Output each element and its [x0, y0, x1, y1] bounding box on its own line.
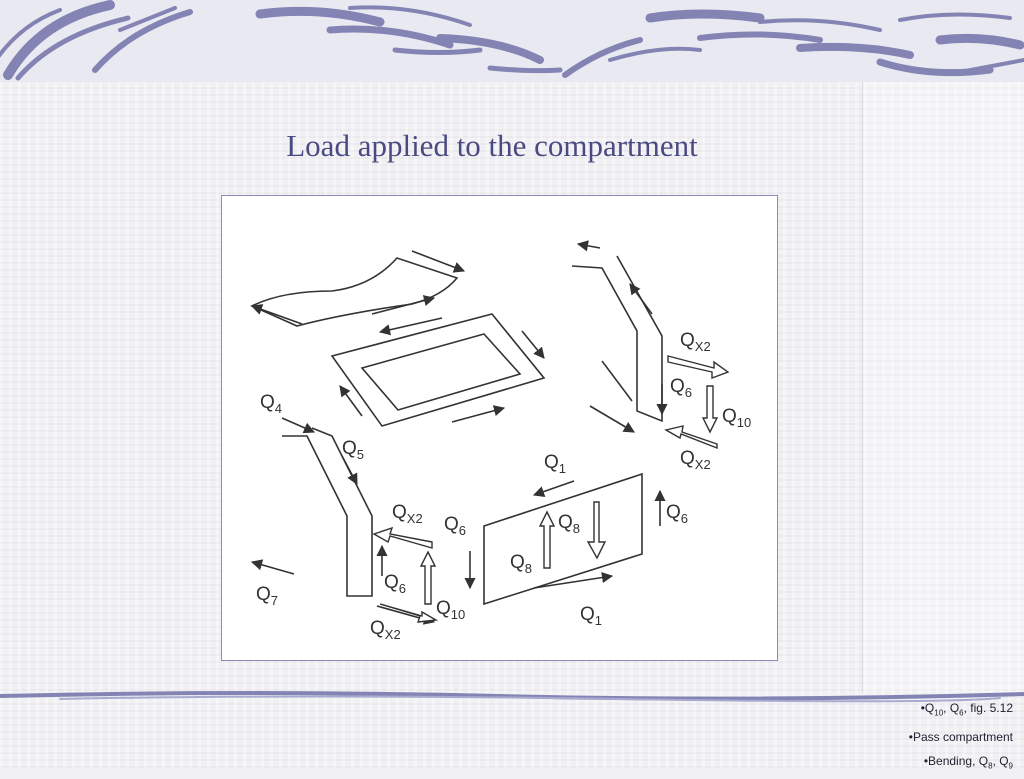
label-q4: Q4	[260, 392, 282, 416]
label-q10-low: Q10	[436, 598, 465, 622]
label-q8-left: Q8	[510, 552, 532, 576]
side-panel	[862, 82, 1024, 692]
label-q8-right: Q8	[558, 512, 580, 536]
brush-strokes	[0, 0, 1024, 81]
label-q1-bottom: Q1	[580, 604, 602, 628]
label-q6-right: Q6	[666, 502, 688, 526]
label-q6-low: Q6	[384, 572, 406, 596]
bottom-divider	[0, 691, 1024, 703]
hatch-frame-inner	[360, 333, 522, 411]
right-side-panel	[571, 255, 663, 423]
center-panel	[483, 472, 643, 606]
note-pass-compartment: •Pass compartment	[908, 730, 1013, 745]
compartment-load-figure: Q4 Q5 Q7 QX2 Q6 Q6 Q10 QX2 Q8 Q8 Q1 Q1 Q…	[221, 195, 778, 661]
hatch-frame-outer	[330, 313, 546, 427]
label-q1-top: Q1	[544, 452, 566, 476]
label-qx2-top-low: QX2	[680, 448, 711, 472]
left-side-panel	[282, 427, 373, 597]
header-decoration	[0, 0, 1024, 82]
upper-wave-panel	[250, 257, 459, 327]
load-diagram: Q4 Q5 Q7 QX2 Q6 Q6 Q10 QX2 Q8 Q8 Q1 Q1 Q…	[250, 240, 751, 642]
label-qx2-low: QX2	[370, 618, 401, 642]
label-q7: Q7	[256, 584, 278, 608]
slide-title: Load applied to the compartment	[286, 128, 698, 163]
label-q10-top: Q10	[722, 406, 751, 430]
label-q6-top: Q6	[670, 376, 692, 400]
label-qx2-mid: QX2	[392, 502, 423, 526]
note-reference: •Q10, Q6, fig. 5.12	[920, 701, 1013, 718]
load-labels: Q4 Q5 Q7 QX2 Q6 Q6 Q10 QX2 Q8 Q8 Q1 Q1 Q…	[256, 330, 751, 642]
label-q5: Q5	[342, 438, 364, 462]
note-bending: •Bending, Q8, Q9	[923, 754, 1013, 771]
slide-notes: •Q10, Q6, fig. 5.12 •Pass compartment •B…	[793, 696, 1013, 779]
label-q6-mid: Q6	[444, 514, 466, 538]
label-qx2-top: QX2	[680, 330, 711, 354]
